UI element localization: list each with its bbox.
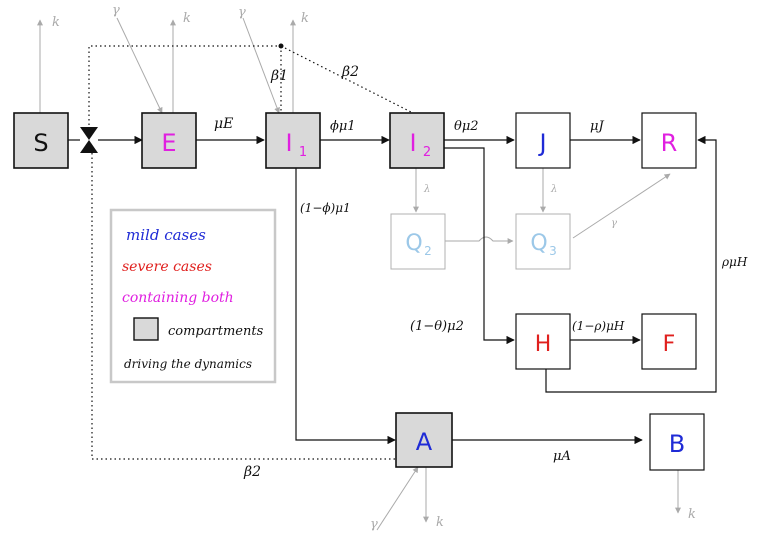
- theta-mu2-label: θμ2: [454, 119, 479, 134]
- compartment-I2: I 2: [389, 112, 445, 169]
- node-Q3-subscript: 3: [549, 244, 557, 258]
- infection-valve-icon: [80, 127, 98, 153]
- legend-box: mild cases severe cases containing both …: [109, 208, 277, 384]
- node-I1-label: I: [285, 129, 292, 157]
- flow-I1-to-A: (1−ϕ)μ1: [295, 168, 396, 445]
- kappa-exit-B: k: [675, 470, 696, 522]
- flow-H-to-F: (1−ρ)μH: [570, 319, 641, 345]
- one-minus-phi-mu1-label: (1−ϕ)μ1: [300, 201, 351, 215]
- node-A-label: A: [416, 428, 433, 456]
- one-minus-theta-mu2-label: (1−θ)μ2: [410, 319, 464, 334]
- kappa-exit-I1: k: [290, 11, 309, 113]
- compartment-I1: I 1: [265, 112, 321, 169]
- beta1-label: β1: [270, 68, 288, 84]
- infection-feedback-lines: β1 β2 β2: [88, 43, 414, 480]
- flow-Q2-to-Q3: [445, 236, 514, 244]
- muE-label: μE: [214, 116, 233, 132]
- compartment-B: B: [649, 413, 705, 471]
- lambda-label-I2: λ: [423, 184, 430, 195]
- gamma-label-I1: γ: [238, 5, 246, 20]
- node-Q2-label: Q: [405, 231, 422, 256]
- flow-J-to-R: μJ: [570, 119, 641, 145]
- legend-compartments-text: compartments: [168, 324, 264, 339]
- gamma-label-Q3: γ: [611, 218, 617, 229]
- node-R-label: R: [661, 129, 678, 157]
- flow-H-to-R: ρμH: [545, 135, 748, 393]
- kappa-label-S: k: [52, 15, 60, 30]
- flow-E-to-I1: μE: [196, 116, 265, 145]
- compartment-A: A: [395, 412, 453, 468]
- node-J-label: J: [537, 129, 546, 157]
- compartment-H: H: [515, 313, 571, 370]
- kappa-exit-E: k: [170, 11, 191, 113]
- phi-mu1-label: ϕμ1: [330, 119, 356, 134]
- node-Q3-label: Q: [530, 231, 547, 256]
- compartment-F: F: [641, 313, 697, 370]
- node-B-label: B: [669, 430, 685, 458]
- gamma-label-A: γ: [370, 517, 378, 532]
- legend-both-text: containing both: [122, 290, 234, 306]
- one-minus-rho-muH-label: (1−ρ)μH: [572, 319, 625, 333]
- flow-I1-to-I2: ϕμ1: [320, 119, 390, 145]
- lambda-J-to-Q3: λ: [540, 168, 557, 213]
- flow-I2-to-J: θμ2: [444, 119, 515, 145]
- node-E-label: E: [161, 129, 176, 157]
- kappa-label-B: k: [688, 507, 696, 522]
- legend-mild-text: mild cases: [126, 226, 206, 244]
- node-H-label: H: [535, 332, 552, 357]
- kappa-label-A: k: [436, 515, 444, 530]
- compartment-J: J: [515, 112, 571, 169]
- compartment-S: S: [13, 112, 69, 169]
- compartment-Q3: Q 3: [515, 213, 571, 270]
- lambda-I2-to-Q2: λ: [413, 168, 430, 213]
- kappa-exit-A: k: [423, 467, 444, 530]
- flow-Q3-to-R: γ: [572, 173, 671, 239]
- beta2-bottom-label: β2: [243, 464, 261, 480]
- beta2-top-label: β2: [341, 64, 359, 80]
- node-I1-subscript: 1: [299, 145, 307, 160]
- node-S-label: S: [33, 129, 48, 157]
- node-F-label: F: [663, 332, 676, 357]
- muJ-label: μJ: [590, 119, 604, 134]
- compartment-Q2: Q 2: [390, 213, 446, 270]
- legend-shaded-swatch: [133, 317, 159, 341]
- gamma-label-E: γ: [112, 3, 120, 18]
- compartment-R: R: [641, 112, 697, 169]
- gamma-entry-A: γ: [370, 466, 419, 532]
- compartment-E: E: [141, 112, 197, 169]
- kappa-label-E: k: [183, 11, 191, 26]
- node-Q2-subscript: 2: [424, 244, 432, 258]
- kappa-label-I1: k: [301, 11, 309, 26]
- legend-severe-text: severe cases: [122, 259, 212, 275]
- rho-muH-label: ρμH: [721, 255, 748, 269]
- flow-I2-to-H: (1−θ)μ2: [410, 147, 515, 345]
- node-I2-subscript: 2: [423, 145, 431, 160]
- gamma-entry-I1: γ: [238, 5, 280, 114]
- node-I2-label: I: [409, 129, 416, 157]
- flow-A-to-B: μA: [452, 435, 643, 464]
- gamma-entry-E: γ: [112, 3, 163, 114]
- muA-label: μA: [553, 449, 571, 464]
- legend-dynamics-text: driving the dynamics: [124, 357, 252, 371]
- lambda-label-J: λ: [550, 184, 557, 195]
- kappa-exit-S: k: [37, 15, 60, 113]
